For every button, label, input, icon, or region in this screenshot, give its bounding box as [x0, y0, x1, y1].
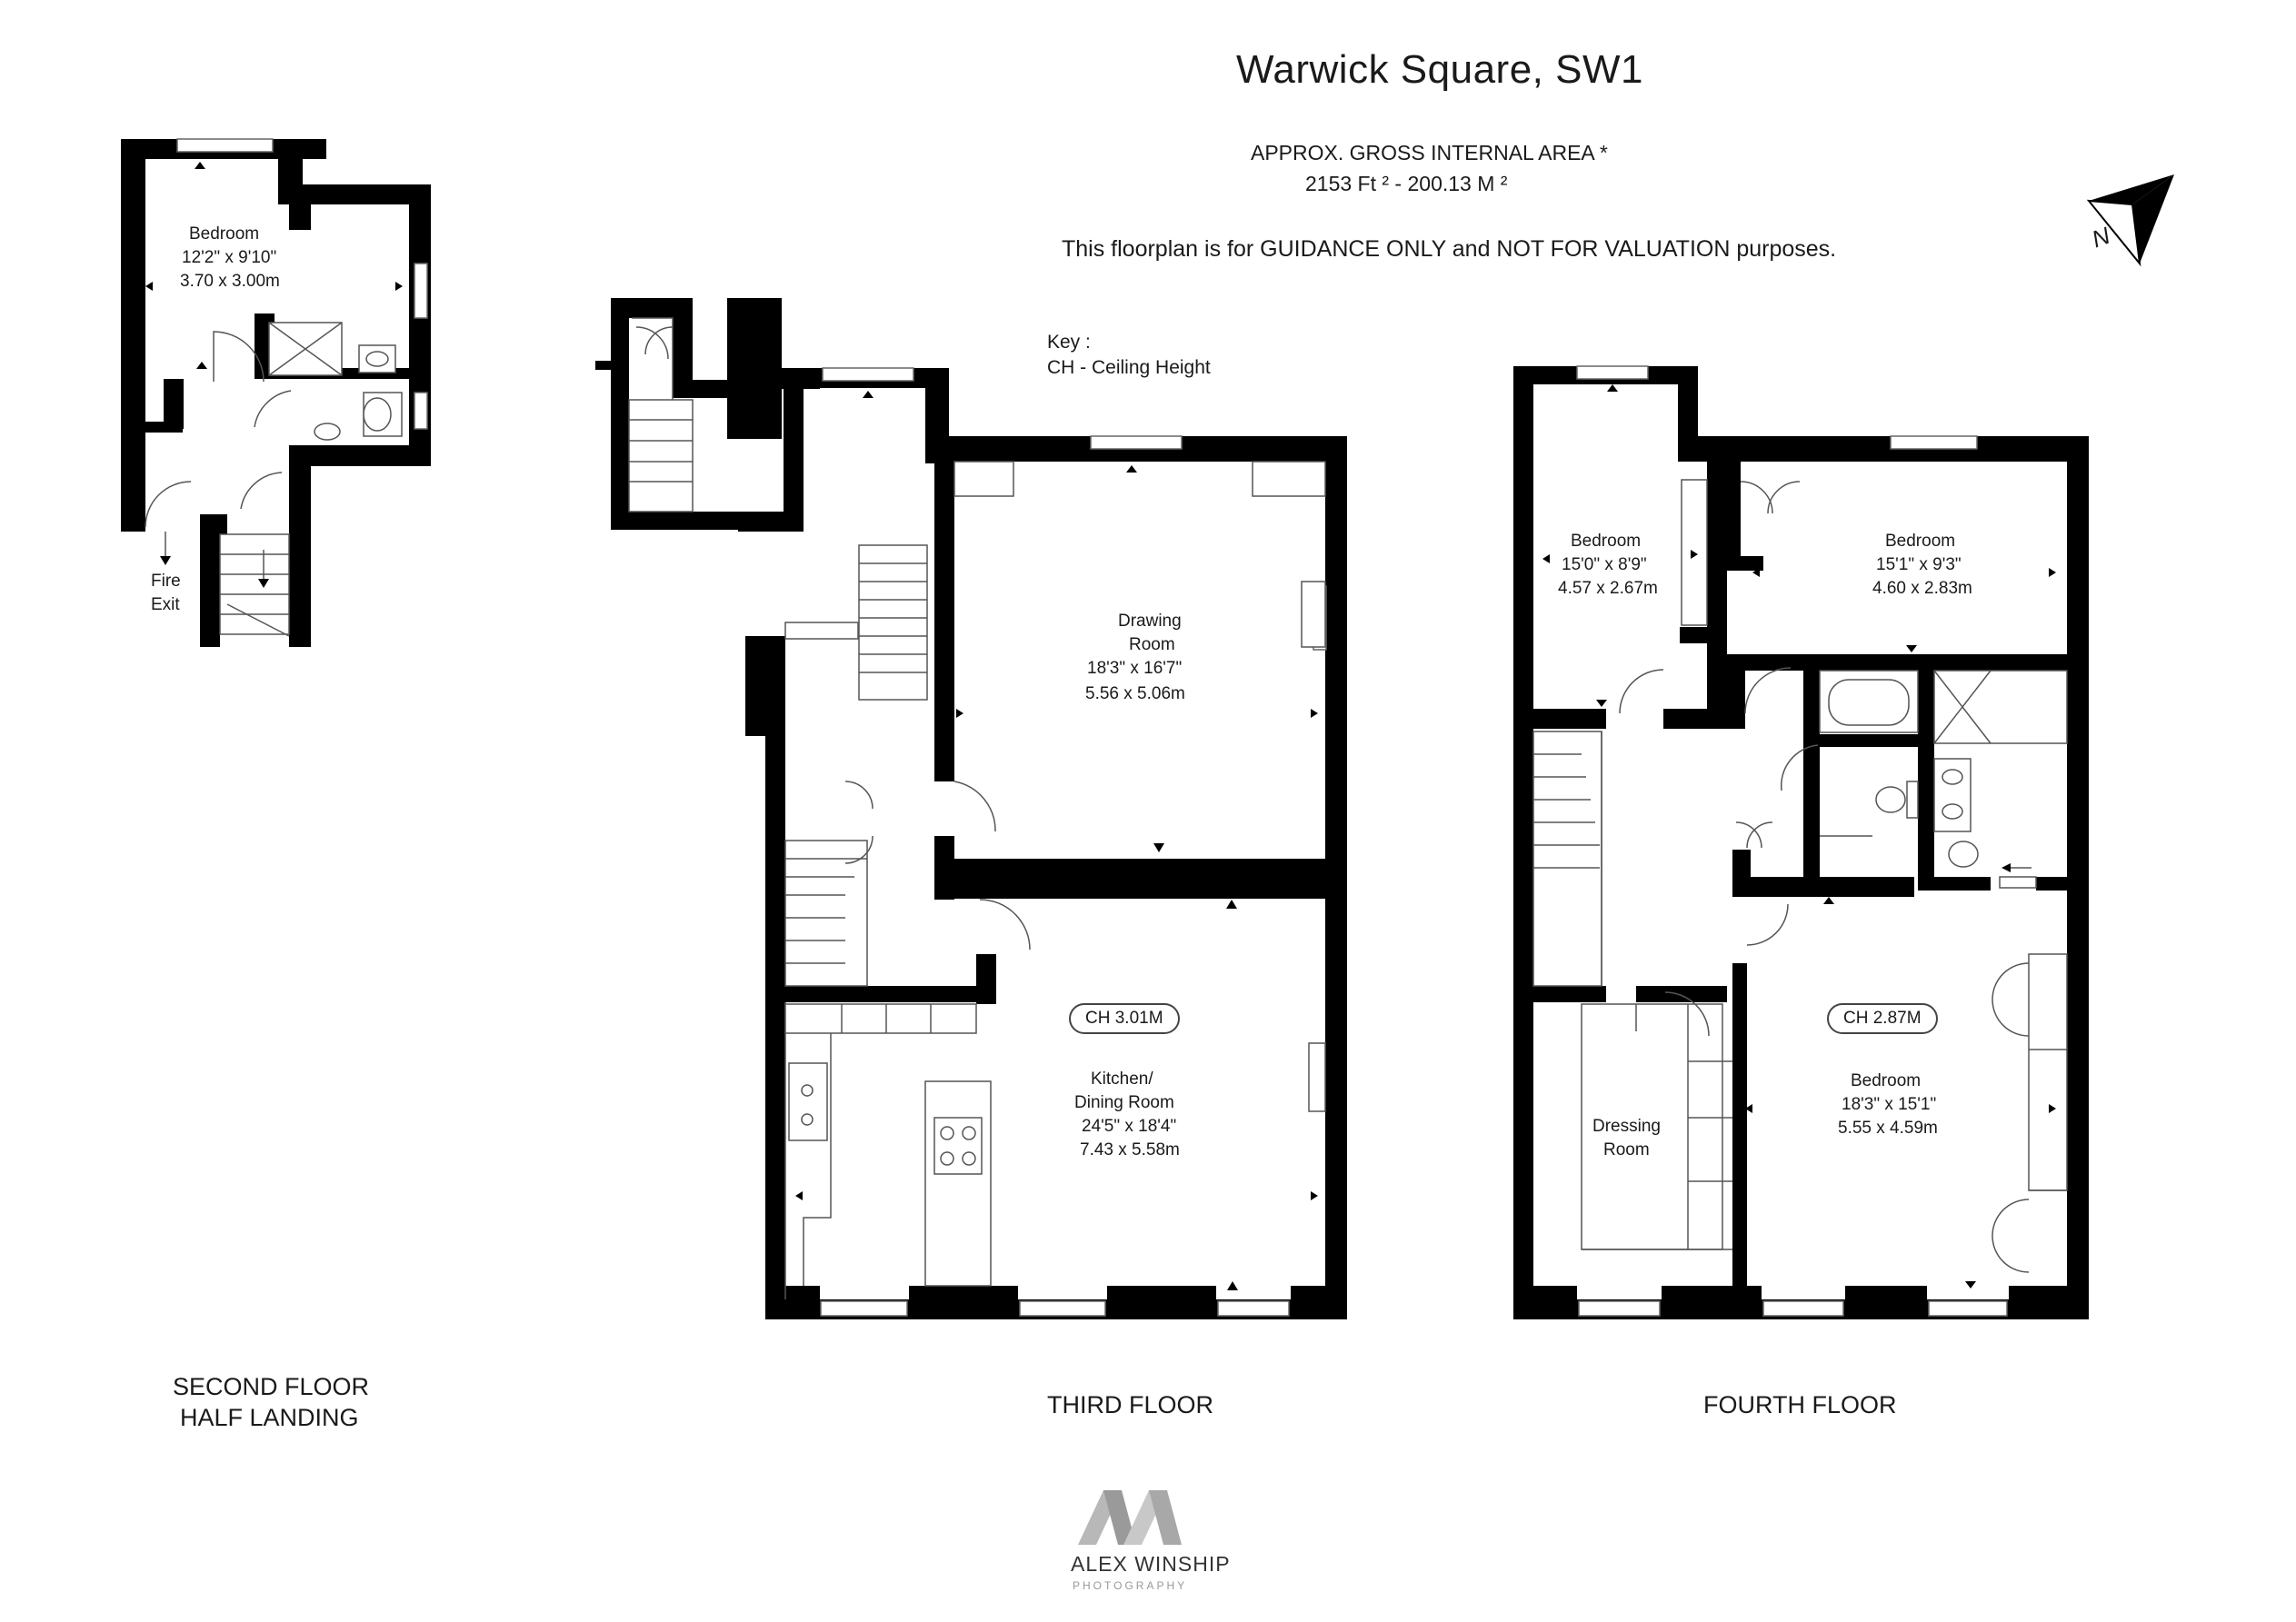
fourth-floor-plan	[1513, 365, 2089, 1319]
second-bedroom-imperial: 12'2" x 9'10"	[182, 248, 277, 267]
fourth-bedroom-c-name: Bedroom	[1851, 1071, 1922, 1090]
dressing-room-name-line1: Dressing	[1592, 1117, 1661, 1136]
key-title: Key :	[1047, 332, 1091, 353]
aw-monogram-icon	[1078, 1490, 1182, 1545]
fire-exit-line2: Exit	[151, 595, 180, 614]
area-label: APPROX. GROSS INTERNAL AREA *	[1251, 141, 1608, 164]
kitchen-name-line2: Dining Room	[1074, 1093, 1174, 1112]
page-title: Warwick Square, SW1	[1236, 47, 1643, 92]
brand-tagline: PHOTOGRAPHY	[1073, 1579, 1188, 1592]
dressing-room-name-line2: Room	[1603, 1140, 1650, 1159]
drawing-room-name-line1: Drawing	[1118, 612, 1182, 631]
second-floor-label-line1: SECOND FLOOR	[173, 1373, 370, 1400]
area-value: 2153 Ft ² - 200.13 M ²	[1305, 172, 1508, 195]
key-entry: CH - Ceiling Height	[1047, 357, 1211, 378]
drawing-room-name-line2: Room	[1129, 635, 1175, 654]
third-floor-label: THIRD FLOOR	[1047, 1391, 1214, 1418]
second-floor-plan	[121, 138, 431, 647]
north-arrow-icon	[2086, 174, 2174, 267]
kitchen-name-line1: Kitchen/	[1091, 1070, 1153, 1089]
kitchen-metric: 7.43 x 5.58m	[1080, 1140, 1180, 1159]
fourth-floor-label: FOURTH FLOOR	[1703, 1391, 1897, 1418]
fourth-bedroom-b-name: Bedroom	[1885, 532, 1956, 551]
fourth-bedroom-b-imperial: 15'1" x 9'3"	[1876, 555, 1962, 574]
fourth-bedroom-b-metric: 4.60 x 2.83m	[1872, 579, 1972, 598]
second-bedroom-metric: 3.70 x 3.00m	[180, 272, 280, 291]
fourth-bedroom-c-metric: 5.55 x 4.59m	[1838, 1119, 1938, 1138]
drawing-room-metric: 5.56 x 5.06m	[1085, 684, 1185, 703]
drawing-room-imperial: 18'3" x 16'7"	[1087, 659, 1183, 678]
kitchen-imperial: 24'5" x 18'4"	[1082, 1117, 1177, 1136]
fourth-bedroom-a-metric: 4.57 x 2.67m	[1558, 579, 1658, 598]
fourth-ceiling-height-badge: CH 2.87M	[1827, 1003, 1938, 1034]
second-floor-label-line2: HALF LANDING	[180, 1404, 359, 1431]
third-floor-plan	[595, 298, 1347, 1319]
second-bedroom-name: Bedroom	[189, 224, 260, 244]
fire-exit-line1: Fire	[151, 572, 181, 591]
fourth-bedroom-a-name: Bedroom	[1571, 532, 1642, 551]
fourth-bedroom-c-imperial: 18'3" x 15'1"	[1842, 1095, 1937, 1114]
third-ceiling-height-badge: CH 3.01M	[1069, 1003, 1180, 1034]
disclaimer: This floorplan is for GUIDANCE ONLY and …	[1062, 236, 1837, 262]
fourth-bedroom-a-imperial: 15'0" x 8'9"	[1562, 555, 1647, 574]
brand-name: ALEX WINSHIP	[1071, 1552, 1231, 1576]
